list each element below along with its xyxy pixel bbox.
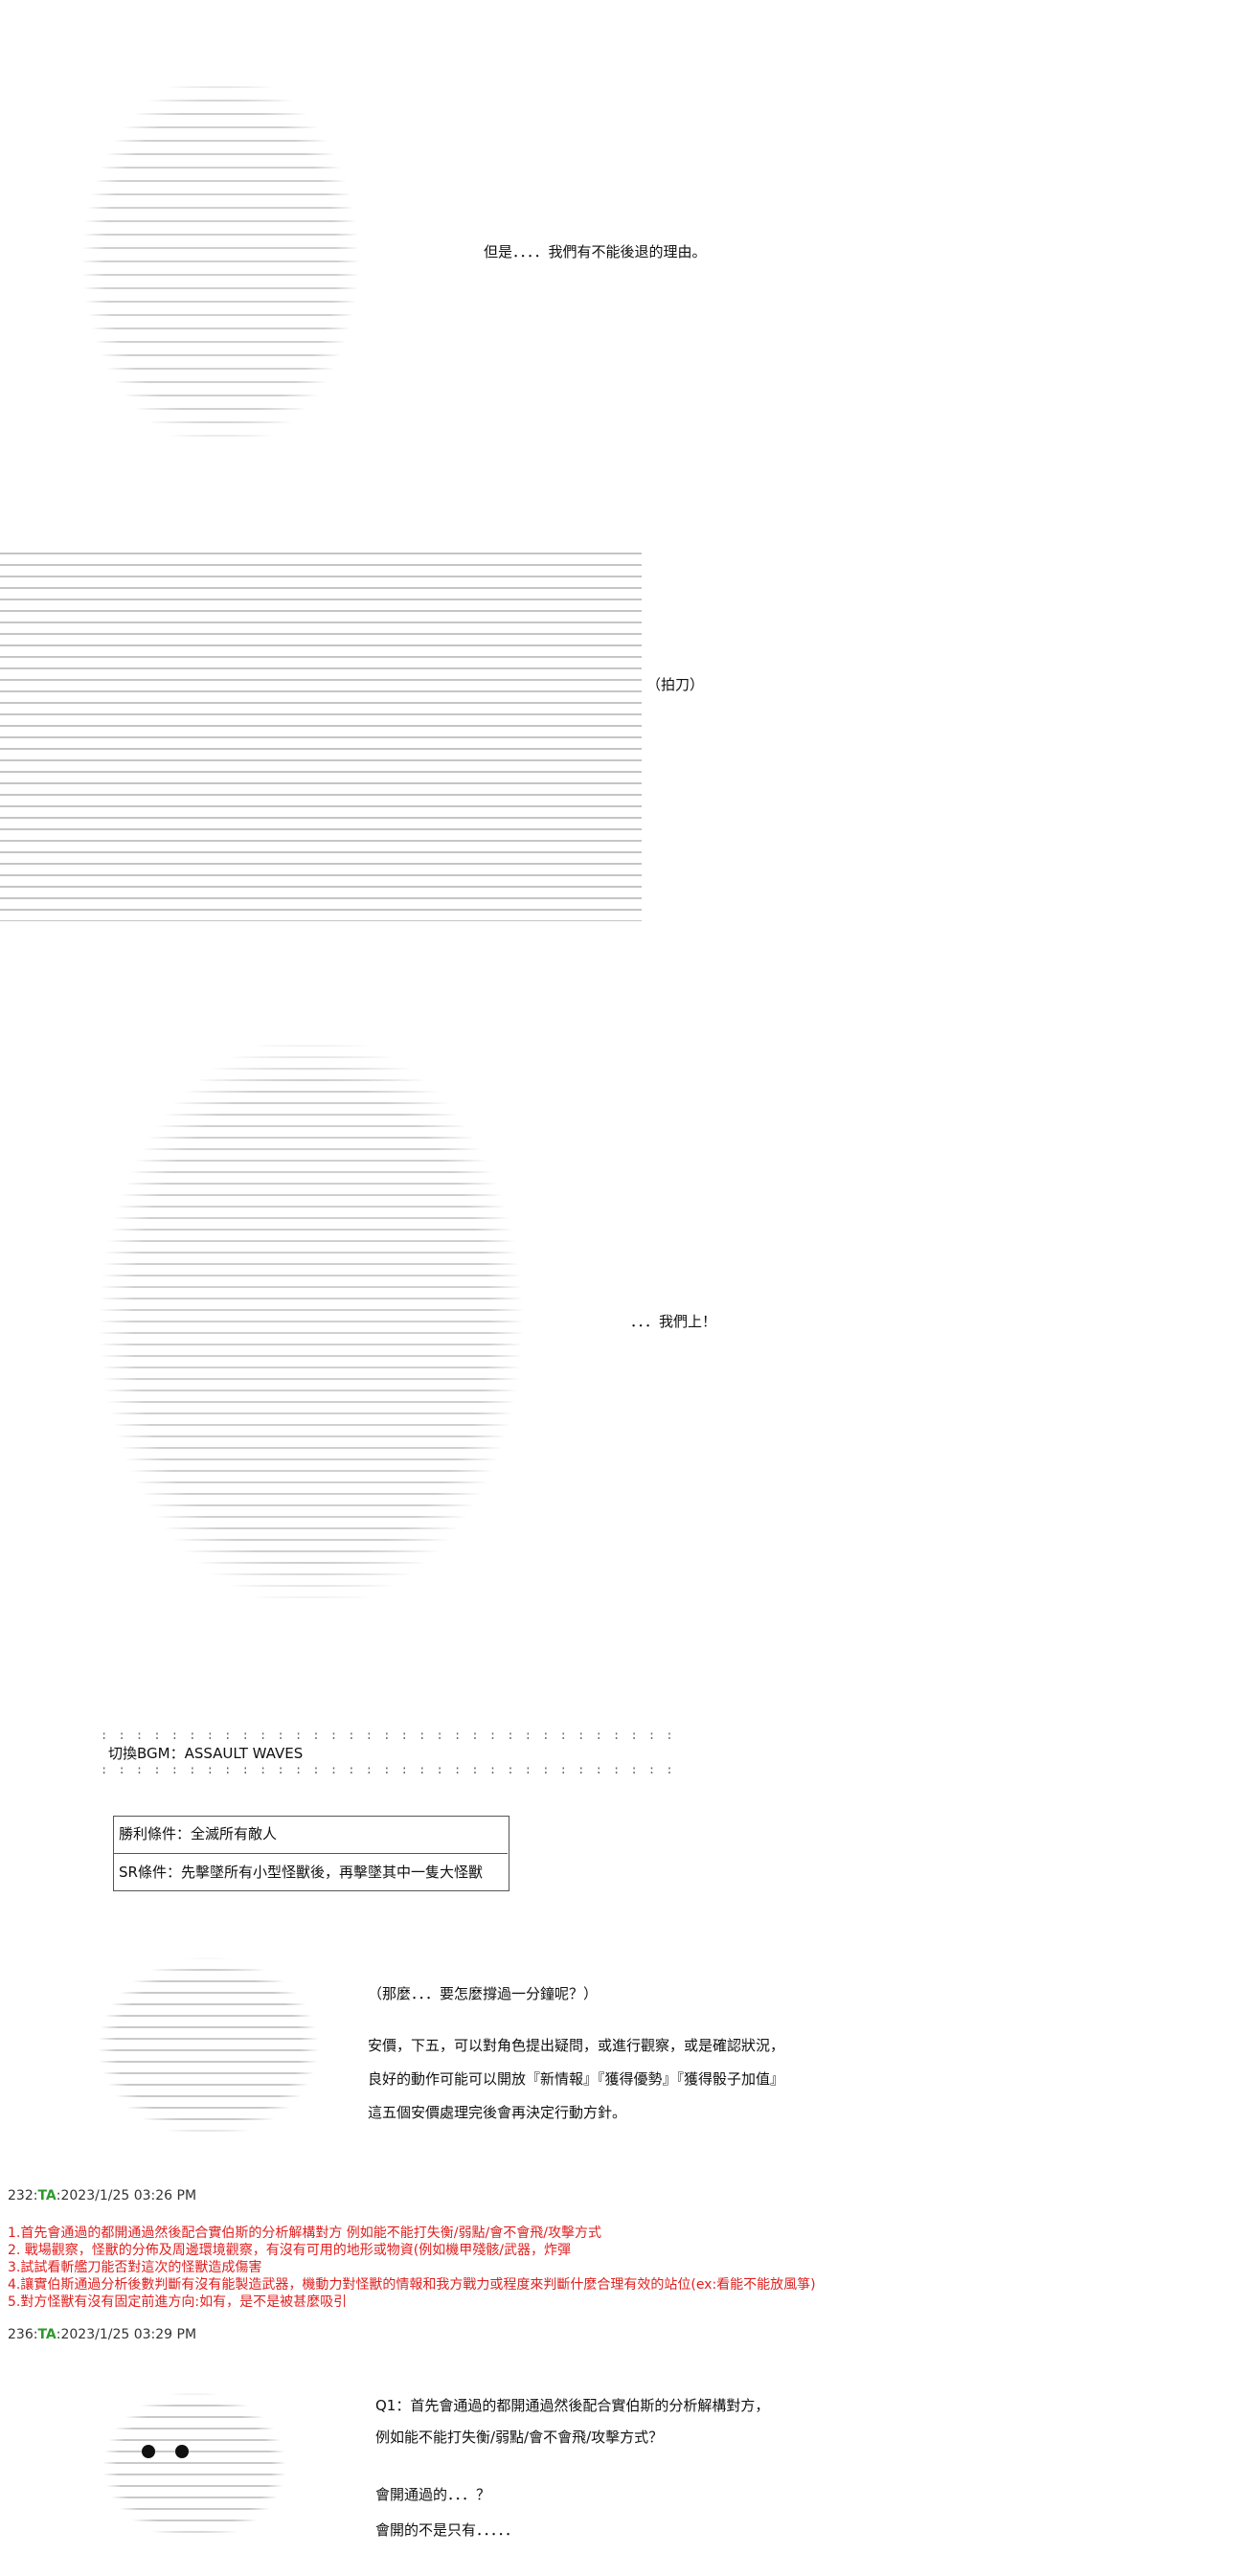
narrator-question: （那麼．．．要怎麼撐過一分鐘呢？） [368, 1985, 599, 2002]
post-date: :2023/1/25 03:26 PM [56, 2188, 197, 2203]
reply-q1-detail: 例如能不能打失衡/弱點/會不會飛/攻擊方式？ [375, 2429, 664, 2446]
narrator-line-3: 這五個安價處理完後會再決定行動方針。 [368, 2104, 627, 2121]
post-number: 232: [8, 2188, 38, 2203]
reply-q1: Q1：首先會通過的都開通過然後配合實伯斯的分析解構對方， [375, 2397, 770, 2414]
post-user-id[interactable]: TA [37, 2188, 57, 2203]
narrator-line-2: 良好的動作可能可以開放『新情報』『獲得優勢』『獲得骰子加值』 [368, 2070, 785, 2088]
post-header-232: 232:TA:2023/1/25 03:26 PM [8, 2188, 196, 2203]
ascii-art-battle [0, 548, 642, 921]
post-number: 236: [8, 2327, 38, 2342]
conditions-divider [113, 1853, 508, 1854]
bgm-border-top: : : : : : : : : : : : : : : : : : : : : … [101, 1729, 675, 1742]
sr-condition: SR條件：先擊墜所有小型怪獸後，再擊墜其中一隻大怪獸 [119, 1864, 483, 1881]
narrator-line-1: 安價，下五，可以對角色提出疑問，或進行觀察，或是確認狀況， [368, 2037, 785, 2054]
dialog-line-attack: ．．．我們上！ [630, 1313, 717, 1330]
post-232-line-1: 1.首先會通過的都開通過然後配合實伯斯的分析解構對方 例如能不能打失衡/弱點/會… [8, 2226, 601, 2241]
win-condition: 勝利條件：全滅所有敵人 [119, 1825, 278, 1842]
post-user-id[interactable]: TA [37, 2327, 57, 2342]
ascii-art-robot [0, 0, 460, 522]
post-232-line-2: 2. 戰場觀察，怪獸的分佈及周邊環境觀察，有沒有可用的地形或物資(例如機甲殘骸/… [8, 2243, 571, 2258]
post-header-236: 236:TA:2023/1/25 03:29 PM [8, 2327, 196, 2342]
post-232-line-3: 3.試試看斬艦刀能否對這次的怪獸造成傷害 [8, 2260, 262, 2275]
post-232-line-5: 5.對方怪獸有沒有固定前進方向:如有，是不是被甚麼吸引 [8, 2294, 348, 2310]
bgm-border-bottom: : : : : : : : : : : : : : : : : : : : : … [101, 1763, 675, 1776]
ascii-art-narrator [53, 1930, 364, 2164]
dialog-line: 但是．．．．我們有不能後退的理由。 [484, 243, 707, 260]
dialog-line-sword: （拍刀） [646, 676, 705, 693]
ascii-art-characters [24, 948, 599, 1695]
eye-left-icon [142, 2445, 155, 2458]
ascii-art-reply-character [65, 2365, 324, 2566]
reply-answer-1: 會開通過的．．．？ [375, 2486, 491, 2503]
bgm-label: 切換BGM：ASSAULT WAVES [108, 1745, 304, 1762]
reply-answer-2: 會開的不是只有．．．．． [375, 2521, 520, 2539]
post-date: :2023/1/25 03:29 PM [56, 2327, 197, 2342]
post-232-line-4: 4.讓實伯斯通過分析後數判斷有沒有能製造武器，機動力對怪獸的情報和我方戰力或程度… [8, 2277, 816, 2293]
eye-right-icon [175, 2445, 189, 2458]
